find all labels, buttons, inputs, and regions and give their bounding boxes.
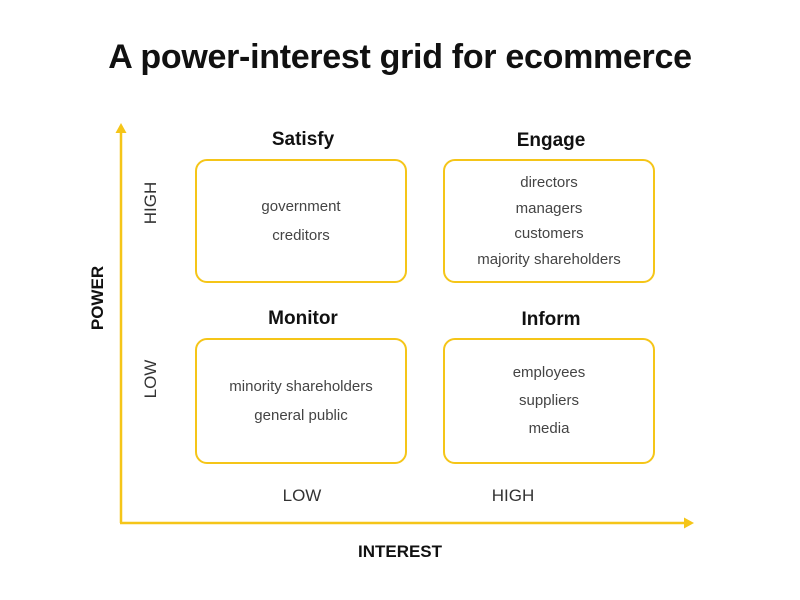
quadrant-heading: Monitor: [268, 308, 338, 329]
quadrant-heading: Engage: [516, 130, 586, 151]
stakeholder-item: suppliers: [518, 392, 580, 409]
quadrant-heading: Inform: [521, 309, 581, 330]
x-tick-high: HIGH: [491, 486, 535, 505]
x-axis-arrowhead: [684, 517, 694, 529]
page-title: A power-interest grid for ecommerce: [108, 38, 692, 76]
y-axis-title: POWER: [88, 265, 107, 331]
quadrant-box: directors managers customers majority sh…: [443, 159, 655, 283]
stakeholder-item: employees: [512, 364, 586, 381]
x-tick-low: LOW: [282, 486, 322, 505]
stakeholder-item: minority shareholders: [229, 378, 373, 395]
x-axis-title: INTEREST: [357, 542, 443, 561]
stakeholder-item: directors: [520, 174, 578, 191]
stakeholder-item: general public: [254, 407, 348, 424]
stakeholder-item: government: [261, 198, 341, 215]
quadrant-box: government creditors: [195, 159, 407, 283]
stakeholder-item: media: [528, 420, 570, 437]
stakeholder-item: majority shareholders: [477, 250, 621, 268]
quadrant-box: employees suppliers media: [443, 338, 655, 464]
stakeholder-item: customers: [514, 225, 584, 242]
quadrant-heading: Satisfy: [271, 129, 335, 150]
y-tick-low: LOW: [141, 359, 160, 399]
stakeholder-item: managers: [515, 199, 583, 217]
stakeholder-item: creditors: [272, 227, 330, 244]
y-tick-high: HIGH: [141, 181, 160, 225]
quadrant-box: minority shareholders general public: [195, 338, 407, 464]
y-axis-arrowhead: [115, 123, 127, 133]
